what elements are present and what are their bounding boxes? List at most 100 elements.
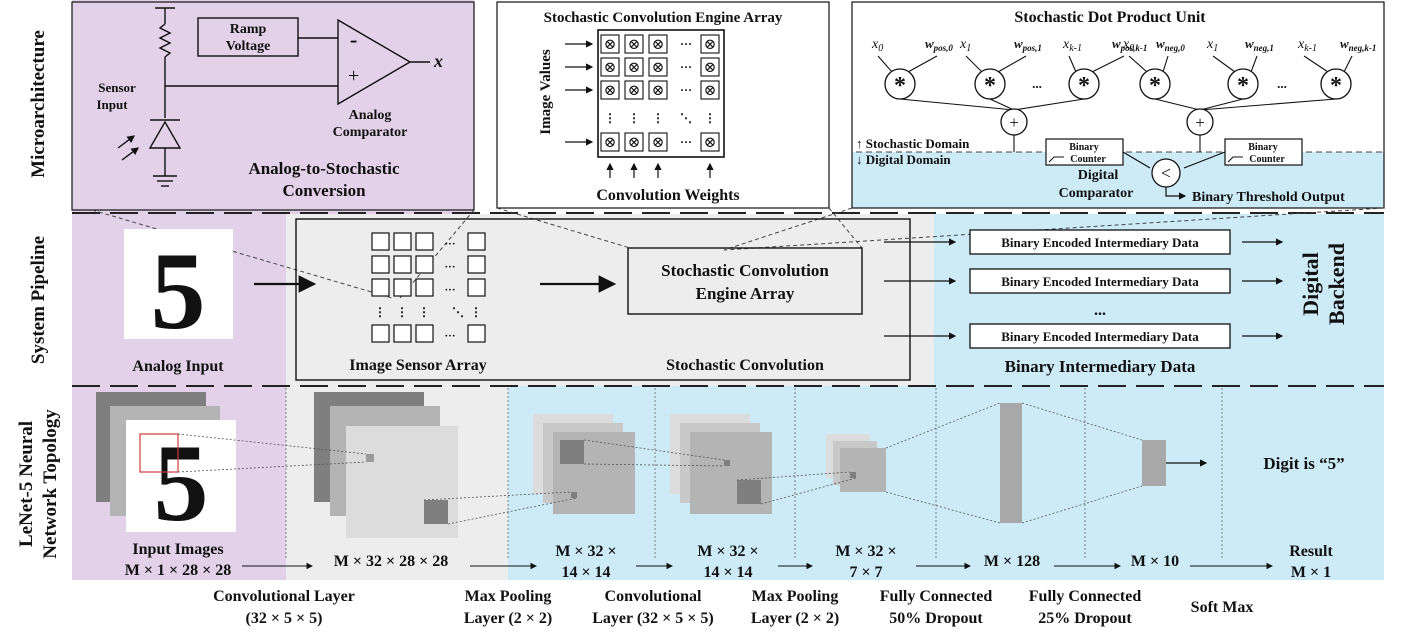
dim-fc2: M × 10 [1131,553,1179,570]
sdp-input-w: wpos,0 [925,36,953,53]
layer-fc1-line2: 50% Dropout [889,610,983,627]
sensor-input-line2: Input [96,97,128,112]
analog-input-label: Analog Input [132,358,224,375]
sdp-input-x: xk-1 [1062,37,1082,54]
fc2-vector [1142,440,1166,486]
sce-title: Stochastic Convolution Engine Array [544,10,783,26]
sensor-pixel [467,324,486,343]
sce-hdots: ··· [680,37,692,51]
sce-cell [600,80,620,100]
sce-cell [700,132,720,152]
counter-pos-line1: Binary [1069,142,1098,153]
sensor-hdots: ··· [444,261,455,273]
sce-hdots: ··· [680,60,692,74]
sce-cell-mult: ⊗ [704,37,717,53]
sce-cell-mult: ⊗ [652,83,665,99]
sdp-multiplier-symbol: * [1078,73,1090,99]
sensor-pixel [371,324,390,343]
sensor-hdots: ··· [444,284,455,296]
row-label-microarchitecture: Microarchitecture [28,30,49,178]
sce-cell-mult: ⊗ [704,135,717,151]
result-line2: M × 1 [1291,564,1331,581]
sdp-input-x: xk-1 [1297,37,1317,54]
sensor-engine-frame [295,218,911,381]
binary-data-box [969,229,1231,255]
sce-cell-mult: ⊗ [652,37,665,53]
binary-intermediary-title: Binary Intermediary Data [1005,357,1196,376]
blue-region-lenet [508,386,1384,580]
sce-cell-mult: ⊗ [628,135,641,151]
sce-cell [700,57,720,77]
result-line1: Result [1289,543,1333,560]
dim-pool1-line2: 14 × 14 [561,564,610,581]
comparator-output-x: x [433,51,443,71]
sdp-input-w: wpos,1 [1014,36,1042,53]
dim-pool1-line1: M × 32 × [555,543,616,560]
layer-conv1-line2: (32 × 5 × 5) [246,610,323,627]
dim-fc1: M × 128 [984,553,1040,570]
digital-backend-line2: Backend [1324,243,1349,325]
digital-domain-label: ↓ Digital Domain [856,152,951,167]
layer-conv2-line2: Layer (32 × 5 × 5) [592,610,713,627]
sensor-vdots: ⋮ [374,305,386,319]
row-label-system-pipeline: System Pipeline [28,236,49,364]
sce-vdots: ⋮ [604,111,616,125]
layer-fc1-line1: Fully Connected [880,588,993,605]
layer-pool2-line1: Max Pooling [752,588,839,605]
sdp-multiplier-symbol: * [894,73,906,99]
sdp-ellipsis-pos: ... [1032,76,1042,91]
layer-pool1-line1: Max Pooling [465,588,552,605]
row-label-lenet-line2: Network Topology [40,409,61,559]
sdp-input-x: x0 [1122,37,1134,54]
analog-input-digit: 5 [151,230,206,352]
sdp-title: Stochastic Dot Product Unit [1014,9,1206,26]
binary-data-box [969,323,1231,349]
sdp-input-w: wneg,k-1 [1340,36,1376,53]
sdp-adder-symbol: + [1009,113,1019,132]
layer-pool2-line2: Layer (2 × 2) [751,610,839,627]
digit-result: Digit is “5” [1263,454,1344,473]
conv2-point [724,460,730,466]
sensor-pixel [415,278,434,297]
row-label-lenet-line1: LeNet-5 Neural [16,421,37,547]
sensor-input-line1: Sensor [98,80,136,95]
sdp-multiplier-symbol: * [1330,73,1342,99]
fc1-vector [1000,403,1022,523]
dim-pool2-line1: M × 32 × [835,543,896,560]
sdp-multiplier-symbol: * [1149,73,1161,99]
sdp-input-x: x0 [871,37,883,54]
input-images-dims: M × 1 × 28 × 28 [125,562,231,579]
sce-vdots: ⋱ [680,111,692,125]
input-image-front [126,420,236,532]
sce-cell [600,132,620,152]
digital-comparator-symbol: < [1161,163,1171,183]
binary-dots: ... [1094,302,1106,319]
input-image-digit: 5 [154,422,209,544]
sdp-adder-symbol: + [1195,113,1205,132]
sce-cell [600,34,620,54]
lenet-connectors [177,402,1143,525]
sce-cell [648,132,668,152]
stochastic-domain-label: ↑ Stochastic Domain [856,136,970,151]
projection-lines [91,207,1385,299]
conv2-pool-window [737,480,761,504]
layer-softmax: Soft Max [1191,599,1254,616]
ramp-voltage-line1: Ramp [230,22,267,37]
input-images-title: Input Images [132,541,223,558]
sce-cell-mult: ⊗ [704,60,717,76]
sce-vdots: ⋮ [652,111,664,125]
sensor-pixel [393,232,412,251]
sce-cell [648,34,668,54]
layer-pool1-line2: Layer (2 × 2) [464,610,552,627]
counter-pos-line2: Counter [1070,154,1106,165]
sce-array-panel: Stochastic Convolution Engine Array Imag… [496,1,830,209]
binary-data-label: Binary Encoded Intermediary Data [1001,235,1199,250]
analog-comparator-line1: Analog [349,108,392,123]
sdp-multiplier-symbol: * [1237,73,1249,99]
sce-cell-mult: ⊗ [604,83,617,99]
sdp-input-x: x1 [959,37,971,54]
system-pipeline: 5 Analog Input ·········⋮⋮⋮⋱⋮··· Image S… [124,218,1349,381]
sce-cell-mult: ⊗ [652,135,665,151]
sensor-pixel [393,324,412,343]
